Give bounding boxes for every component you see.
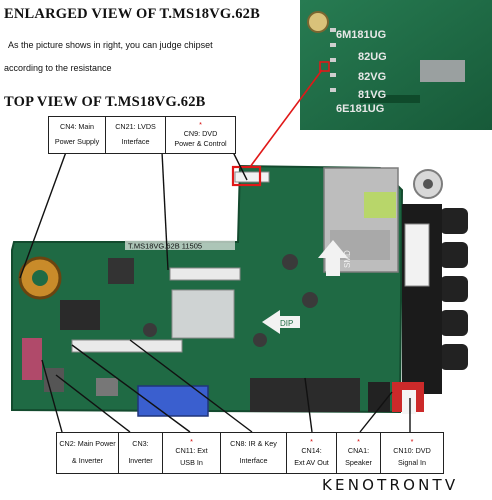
dip-arrow <box>262 310 300 334</box>
board-model-label: T.MS18VG.62B 11505 <box>128 242 202 251</box>
audio-jack <box>368 382 390 412</box>
bottom-connector-labels: CN2: Main Power & Inverter CN3: Inverter… <box>56 432 444 474</box>
memory-chip <box>108 258 134 284</box>
board-photo: T.MS18VG.62B 11505 SMD DIP <box>11 164 468 417</box>
callout-line-cn3 <box>55 374 131 433</box>
label-cn14: *CN14: Ext AV Out <box>287 433 337 473</box>
highlight-pointer-line <box>249 69 323 168</box>
right-header-connector <box>404 223 430 287</box>
label-cn11: *CN11: Ext USB In <box>163 433 221 473</box>
cn8-connector <box>71 339 183 353</box>
callout-line-cn8 <box>129 339 253 433</box>
callout-line-cn2 <box>41 359 63 433</box>
lvds-connector <box>169 267 241 281</box>
tuner-sticker <box>364 192 396 218</box>
side-chip <box>60 300 100 330</box>
dip-label: DIP <box>280 319 293 328</box>
av-jack-column <box>440 208 468 370</box>
zoom-label-3: 82VG <box>358 71 386 83</box>
label-cn21: CN21: LVDS Interface <box>106 117 166 153</box>
usb-port <box>96 378 118 396</box>
inset-component <box>420 60 465 82</box>
label-cn10: *CN10: DVD Signal In <box>393 437 431 468</box>
label-cn8: CN8: IR & Key Interface <box>221 433 287 473</box>
callout-line-cn11 <box>71 344 191 433</box>
label-cn2: CN2: Main Power & Inverter <box>57 433 119 473</box>
smd-arrow <box>318 240 348 276</box>
main-chipset-heatsink <box>171 289 235 339</box>
inset-highlight-marker <box>319 61 330 72</box>
label-cn4: CN4: Main Power Supply <box>49 117 106 153</box>
callout-line-cn21 <box>161 151 169 271</box>
label-cna1: *CNA1: Speaker <box>337 433 381 473</box>
zoom-label-2: 82UG <box>358 51 387 63</box>
zoom-label-1: 6M181UG <box>336 29 386 41</box>
zoom-inset: 6M181UG 82UG 82VG 81VG 6E181UG <box>300 0 492 130</box>
description-line-2: according to the resistance <box>4 63 112 73</box>
scart-connector <box>250 378 360 412</box>
vga-port <box>137 385 209 417</box>
enlarged-view-heading: ENLARGED VIEW OF T.MS18VG.62B <box>4 6 260 22</box>
zoom-label-5: 6E181UG <box>336 103 384 115</box>
label-cn9: *CN9: DVD Power & Control <box>174 120 227 149</box>
callout-line-cna1 <box>359 391 393 433</box>
label-cn3: CN3: Inverter <box>119 433 163 473</box>
description-line-1: As the picture shows in right, you can j… <box>8 40 213 50</box>
zoom-label-4: 81VG <box>358 89 386 101</box>
inset-mounting-hole <box>307 11 329 33</box>
top-view-heading: TOP VIEW OF T.MS18VG.62B <box>4 94 206 110</box>
callout-line-cn14 <box>304 377 313 433</box>
watermark-logo: KENOTRONTV <box>322 476 459 494</box>
callout-line-cn4 <box>19 151 67 279</box>
top-connector-labels: CN4: Main Power Supply CN21: LVDS Interf… <box>48 116 236 154</box>
chipset-resistor-highlight <box>231 165 262 187</box>
cn9-connector <box>234 171 270 183</box>
cn2-connector <box>22 338 42 380</box>
smd-label: SMD <box>343 250 352 268</box>
